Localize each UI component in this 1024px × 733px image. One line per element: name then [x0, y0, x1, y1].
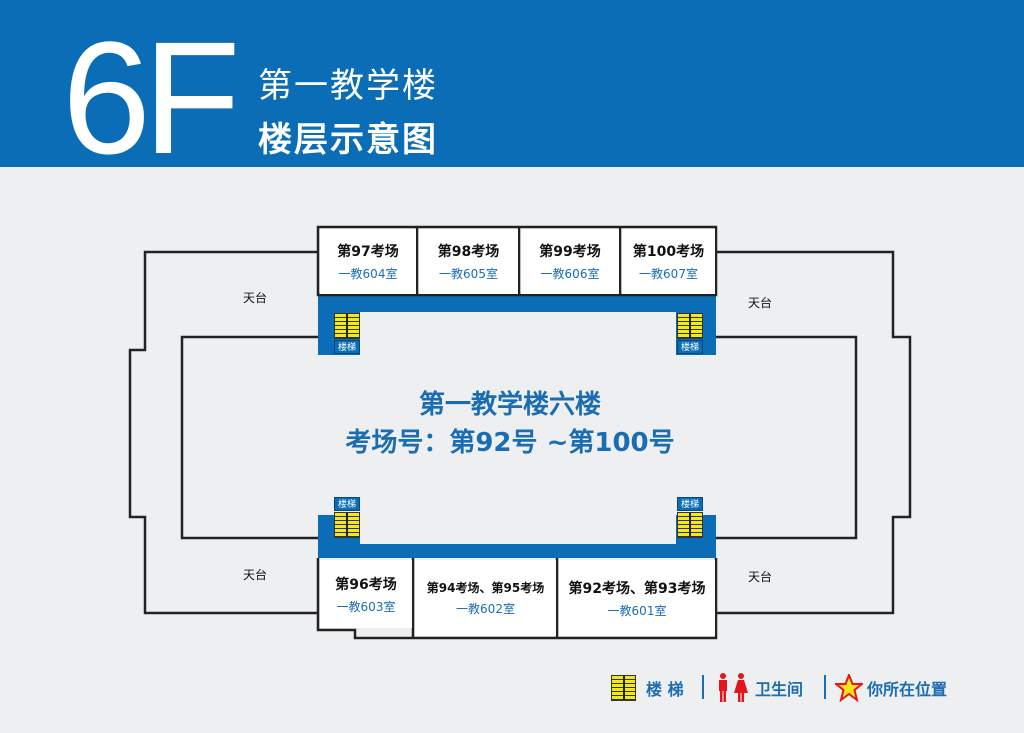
room-number: 一教603室 — [336, 599, 396, 614]
stairs-label: 楼梯 — [677, 340, 703, 354]
exam-room-97: 第97考场一教604室 — [320, 229, 416, 294]
exam-room-98: 第98考场一教605室 — [419, 229, 518, 294]
exam-room-94-95: 第94考场、第95考场一教602室 — [415, 560, 556, 636]
map-subtitle: 楼层示意图 — [258, 120, 438, 160]
exam-room-99: 第99考场一教606室 — [521, 229, 619, 294]
toilet-icon — [719, 673, 748, 702]
stairs-label: 楼梯 — [334, 497, 360, 511]
legend-stairs-label: 楼 梯 — [646, 680, 684, 699]
room-name: 第100考场 — [632, 244, 705, 260]
room-number: 一教602室 — [456, 602, 515, 616]
room-number: 一教605室 — [439, 267, 498, 281]
room-number: 一教601室 — [607, 603, 667, 618]
floor-number: 6F — [62, 8, 241, 187]
legend-you-are-here: 你所在位置 — [835, 673, 947, 703]
exam-room-92-93: 第92考场、第93考场一教601室 — [559, 560, 715, 636]
legend-divider — [702, 675, 704, 699]
floor-title: 第一教学楼六楼 — [418, 390, 601, 420]
legend-divider — [824, 675, 826, 699]
stairs-icon — [677, 313, 703, 339]
room-name: 第99考场 — [539, 244, 601, 260]
room-number: 一教607室 — [639, 267, 698, 281]
exam-room-96: 第96考场一教603室 — [320, 560, 412, 628]
star-icon — [835, 674, 863, 702]
legend-you-are-here-label: 你所在位置 — [867, 680, 948, 699]
room-number: 一教606室 — [540, 267, 600, 281]
stairs-label: 楼梯 — [677, 497, 703, 511]
stairs-icon — [611, 675, 636, 701]
room-number: 一教604室 — [338, 267, 398, 281]
building-name: 第一教学楼 — [258, 66, 438, 106]
legend-stairs: 楼 梯 — [611, 673, 684, 703]
legend-toilet-label: 卫生间 — [755, 680, 804, 699]
stairs-icon — [677, 512, 703, 538]
terrace-label: 天台 — [748, 296, 773, 310]
room-name: 第94考场、第95考场 — [426, 581, 545, 595]
terrace-label: 天台 — [243, 291, 268, 305]
room-name: 第97考场 — [337, 244, 399, 260]
exam-room-100: 第100考场一教607室 — [622, 229, 715, 294]
room-name: 第96考场 — [335, 576, 397, 593]
room-name: 第92考场、第93考场 — [568, 580, 706, 597]
legend-toilet: 卫生间 — [715, 673, 803, 703]
stairs-label: 楼梯 — [334, 340, 360, 354]
stairs-icon — [334, 512, 360, 538]
header-banner: 6F 第一教学楼 楼层示意图 — [0, 0, 1024, 178]
exam-range: 考场号：第92号 ~第100号 — [345, 428, 675, 458]
room-name: 第98考场 — [437, 244, 500, 260]
stairs-icon — [334, 313, 360, 339]
terrace-label: 天台 — [748, 570, 773, 584]
terrace-label: 天台 — [243, 568, 268, 582]
